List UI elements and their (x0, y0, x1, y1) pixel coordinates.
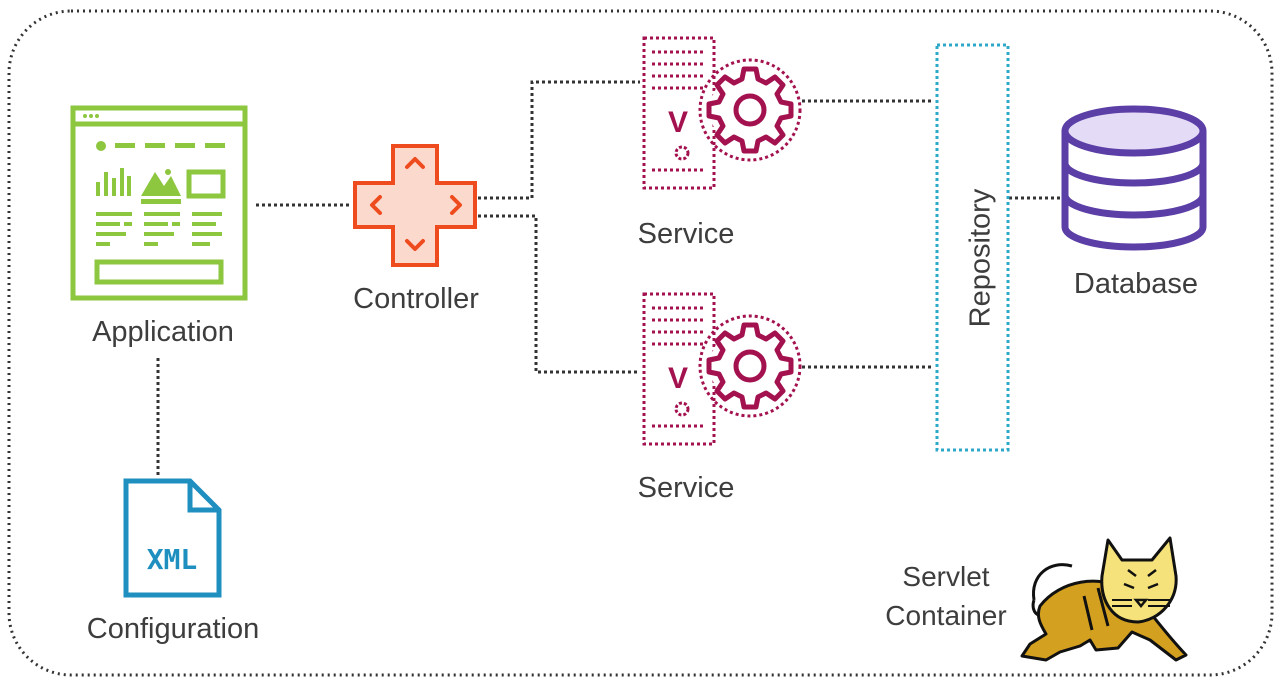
server-gear-icon: V (642, 292, 802, 446)
servlet-container-label-line1: Servlet (902, 561, 989, 592)
xml-file-icon: XML (123, 478, 222, 598)
repository-box (935, 43, 1010, 452)
connector-controller-service-bottom (478, 214, 640, 374)
connector-controller-service-top (478, 80, 640, 200)
server-gear-icon: V (642, 36, 802, 190)
database-cylinder-icon (1061, 105, 1207, 251)
tomcat-cat-logo-icon (1020, 536, 1188, 662)
repository-label: Repository (965, 188, 997, 327)
database-label: Database (1074, 268, 1198, 300)
controller-label: Controller (353, 283, 479, 315)
svg-text:V: V (668, 106, 688, 139)
svg-text:V: V (668, 362, 688, 395)
servlet-container-label-line2: Container (885, 600, 1006, 631)
service-top-label: Service (638, 218, 735, 250)
web-app-window-icon (70, 105, 248, 301)
configuration-label: Configuration (87, 613, 260, 645)
directional-pad-icon (353, 144, 477, 267)
service-bottom-label: Service (638, 472, 735, 504)
connectors (156, 80, 1062, 478)
application-label: Application (92, 316, 234, 348)
servlet-container-boundary (7, 9, 1274, 677)
config-file-text: XML (147, 543, 198, 576)
